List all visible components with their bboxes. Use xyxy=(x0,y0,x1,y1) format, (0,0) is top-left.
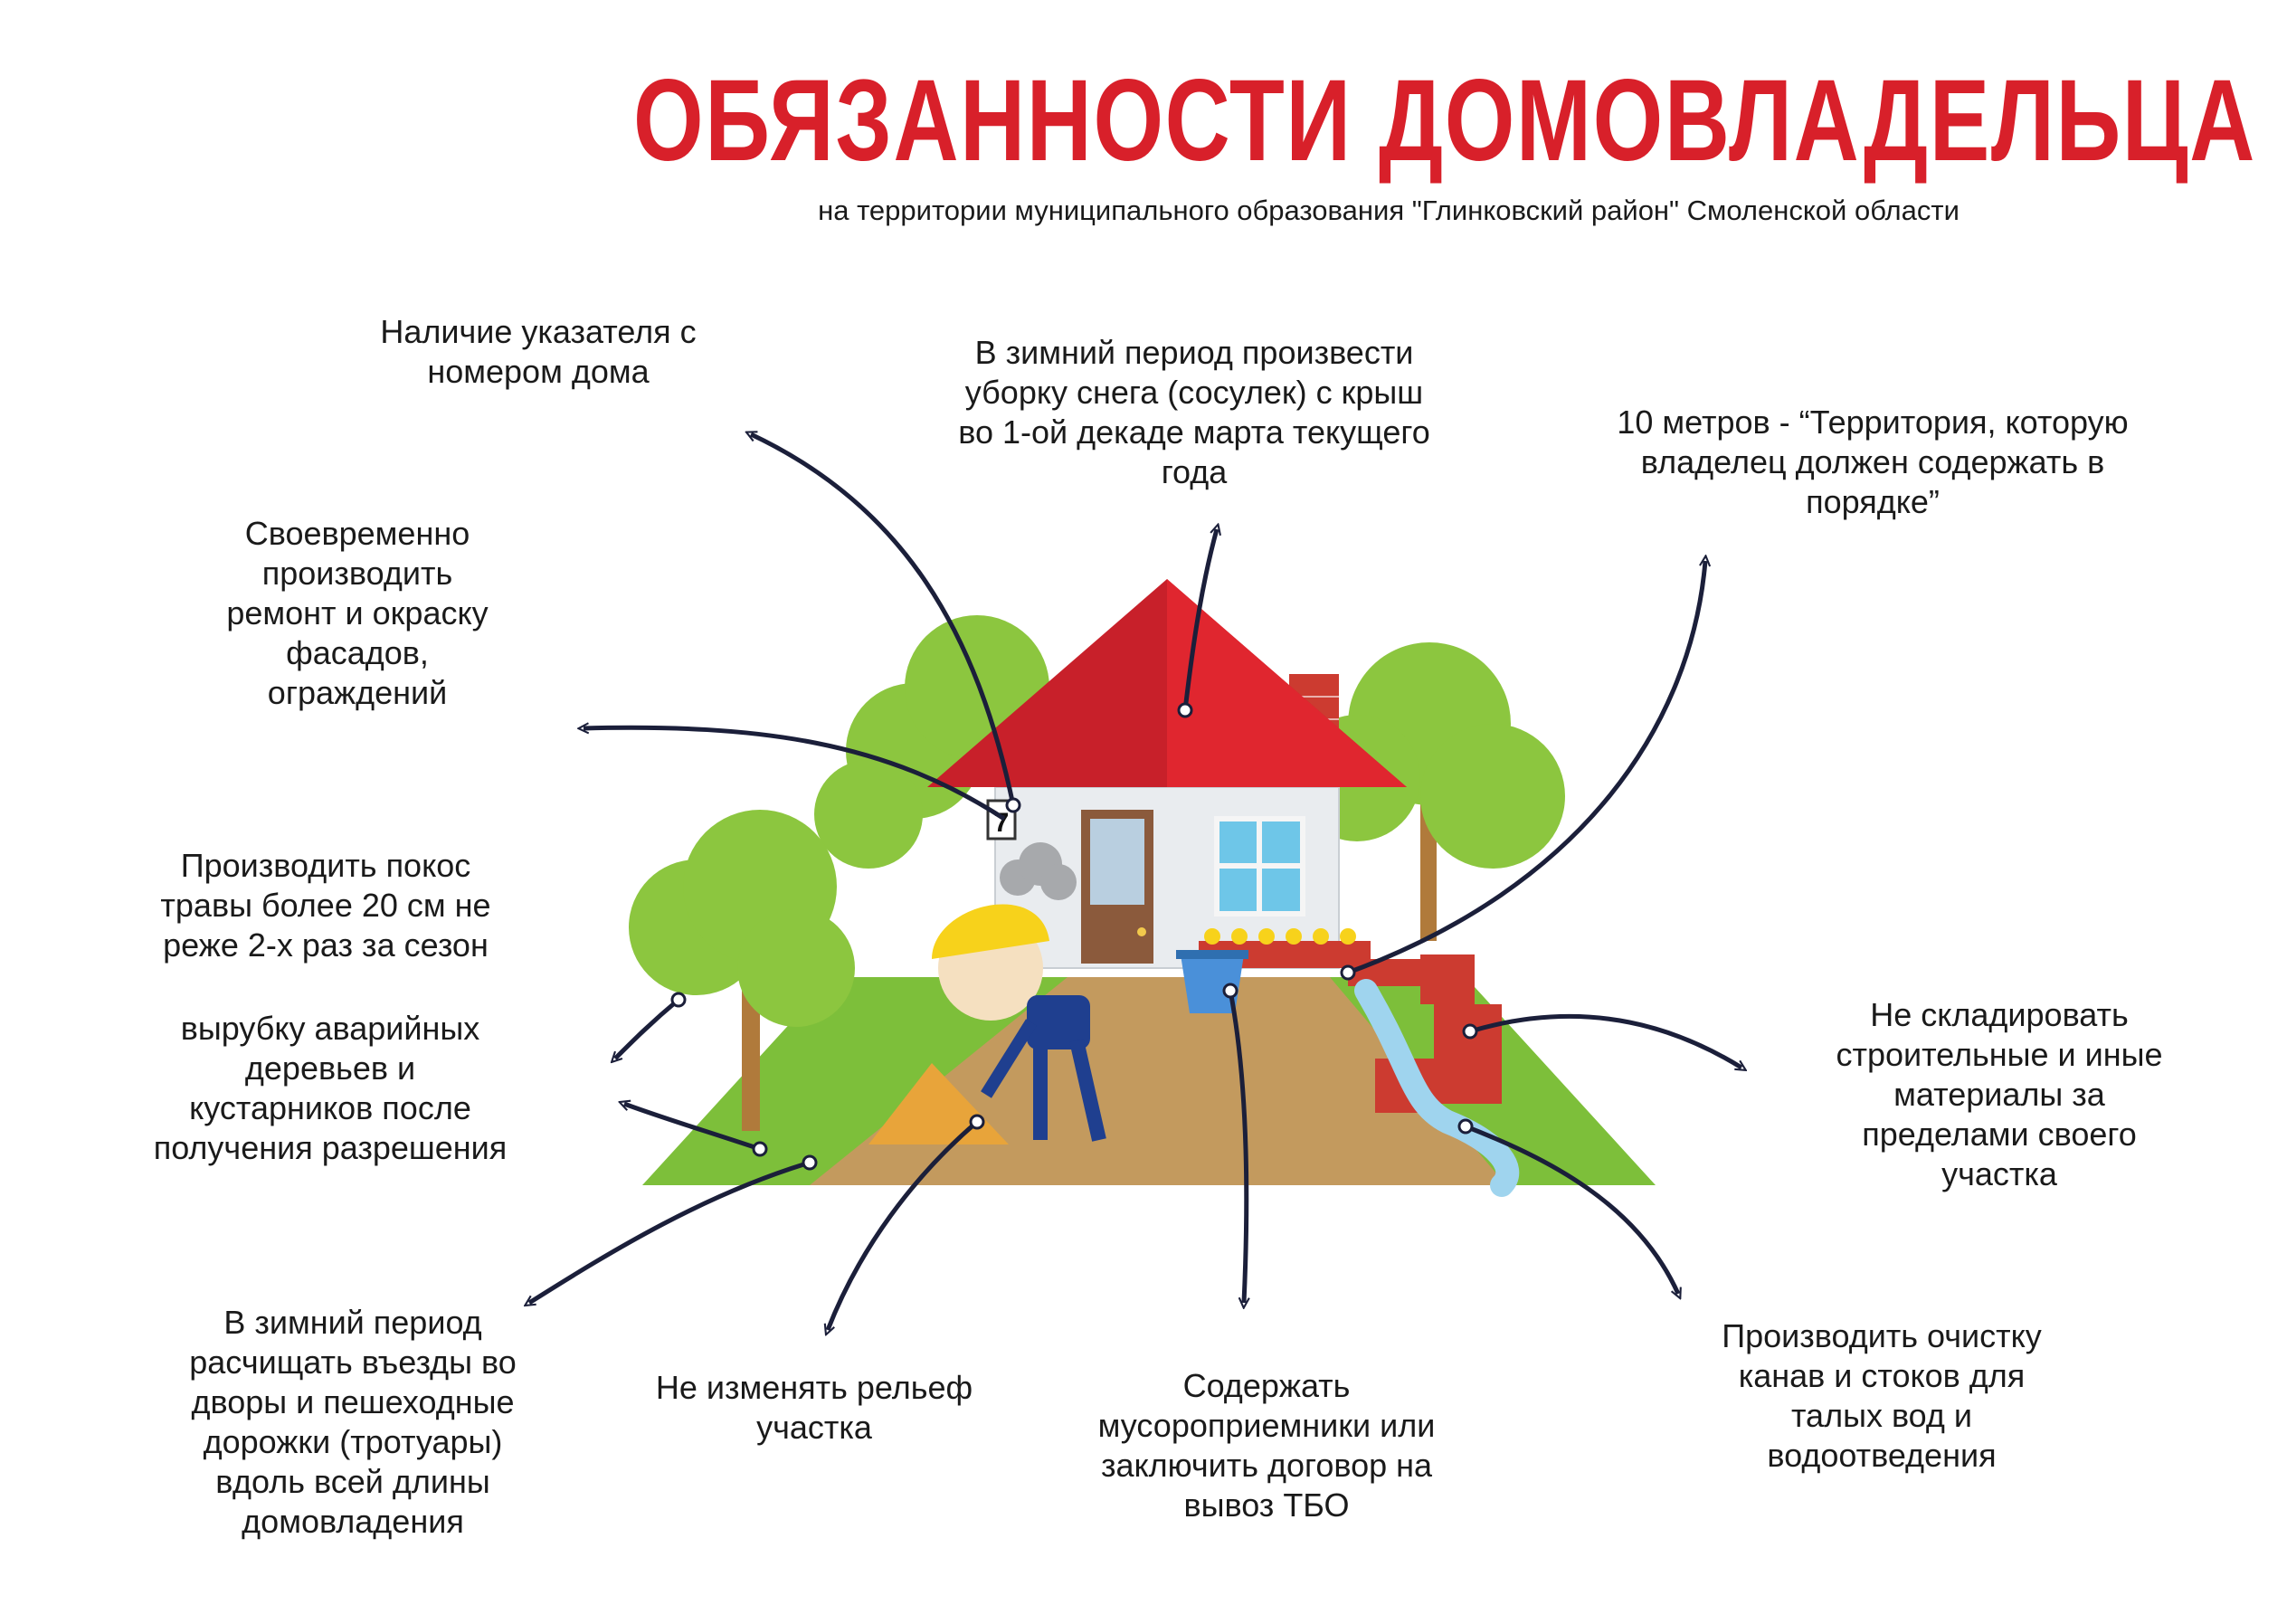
label-ditches: Производить очистку канав и стоков для т… xyxy=(1722,1317,2042,1474)
label-waste: Содержать мусороприемники или заключить … xyxy=(1097,1367,1436,1524)
trash-bin xyxy=(1176,950,1248,1013)
water-stream xyxy=(1354,979,1520,1197)
flowers xyxy=(1204,928,1356,945)
tree-left xyxy=(629,810,855,1131)
label-relief: Не изменять рельеф участка xyxy=(655,1369,973,1446)
label-grass: Производить покос травы более 20 см не р… xyxy=(160,847,491,964)
connector-arrows xyxy=(529,434,1741,1330)
label-trees: вырубку аварийных деревьев и кустарников… xyxy=(153,1010,508,1166)
label-winter-paths: В зимний период расчищать въезды во двор… xyxy=(189,1304,517,1540)
connector-dots xyxy=(670,702,1478,1171)
label-house-number-sign: Наличие указателя с номером дома xyxy=(380,313,697,390)
tree-back-left xyxy=(814,615,1049,869)
smoke-cloud xyxy=(1000,842,1077,900)
label-snow-roof: В зимний период произвести уборку снега … xyxy=(958,334,1430,490)
label-territory: 10 метров - “Территория, которую владеле… xyxy=(1617,404,2129,520)
label-facade: Своевременно производить ремонт и окраск… xyxy=(226,515,489,711)
page-subtitle: на территории муниципального образования… xyxy=(818,195,1960,226)
label-materials: Не складировать строительные и иные мате… xyxy=(1836,996,2163,1192)
